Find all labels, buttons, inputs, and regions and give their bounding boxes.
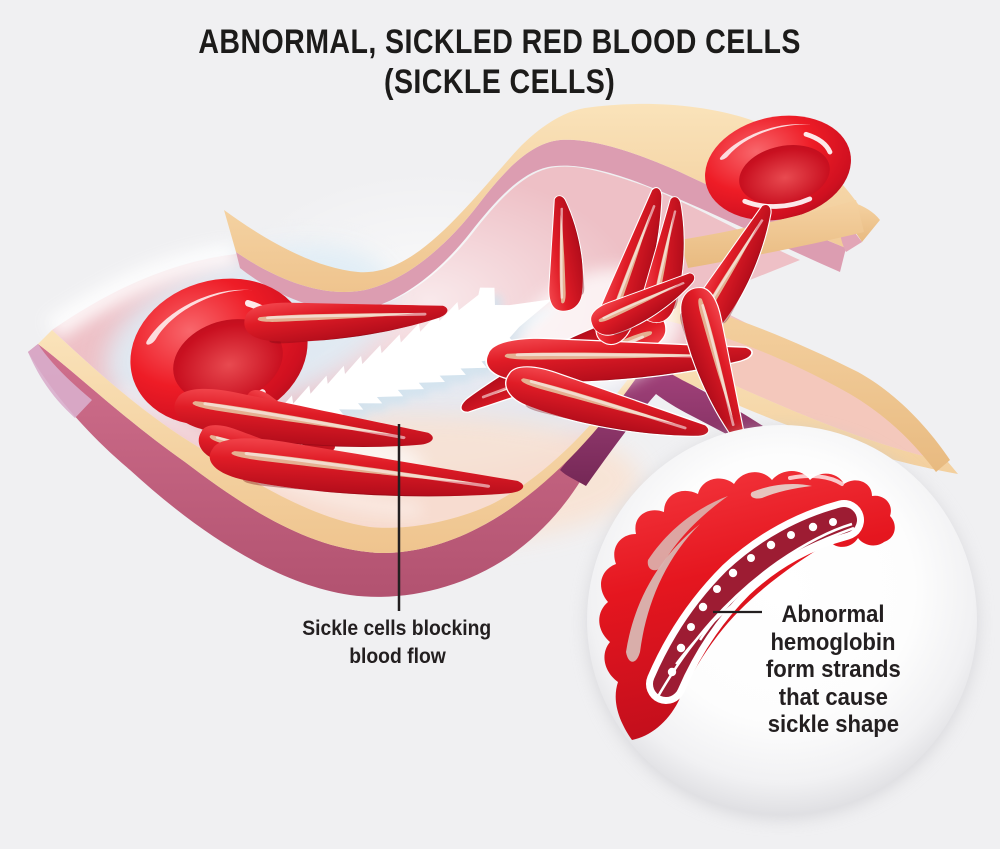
inset-label-line-5: sickle shape bbox=[767, 711, 899, 738]
inset-sickle-cell bbox=[599, 471, 895, 740]
inset-label-line-2: hemoglobin bbox=[770, 628, 896, 656]
inset-label-line-3: form strands bbox=[765, 656, 901, 683]
blockage-label-line-1: Sickle cells blocking bbox=[302, 617, 492, 640]
blockage-label: Sickle cells blocking blood flow bbox=[197, 615, 597, 671]
vessel-wall-front-face bbox=[28, 344, 612, 597]
page-title: ABNORMAL, SICKLED RED BLOOD CELLS (SICKL… bbox=[0, 22, 1000, 102]
inset-label: Abnormal hemoglobin form strands that ca… bbox=[733, 601, 933, 739]
hemoglobin-strand-band bbox=[646, 500, 864, 704]
inset-label-line-1: Abnormal bbox=[781, 601, 885, 628]
title-line-1: ABNORMAL, SICKLED RED BLOOD CELLS bbox=[198, 23, 802, 61]
sickle-cell-cluster-blockage bbox=[456, 182, 778, 446]
title-line-2: (SICKLE CELLS) bbox=[384, 63, 616, 101]
blockage-label-line-2: blood flow bbox=[348, 645, 446, 668]
inset-label-line-4: that cause bbox=[778, 683, 888, 711]
inset-magnifier bbox=[586, 425, 978, 820]
vessel-wall-upper-cream bbox=[224, 103, 858, 292]
vessel-cut-facet-left bbox=[28, 344, 92, 418]
hemoglobin-strand-dots bbox=[667, 518, 837, 677]
vessel-lining-pink bbox=[236, 139, 846, 311]
sickle-cells-flowing bbox=[173, 276, 525, 500]
